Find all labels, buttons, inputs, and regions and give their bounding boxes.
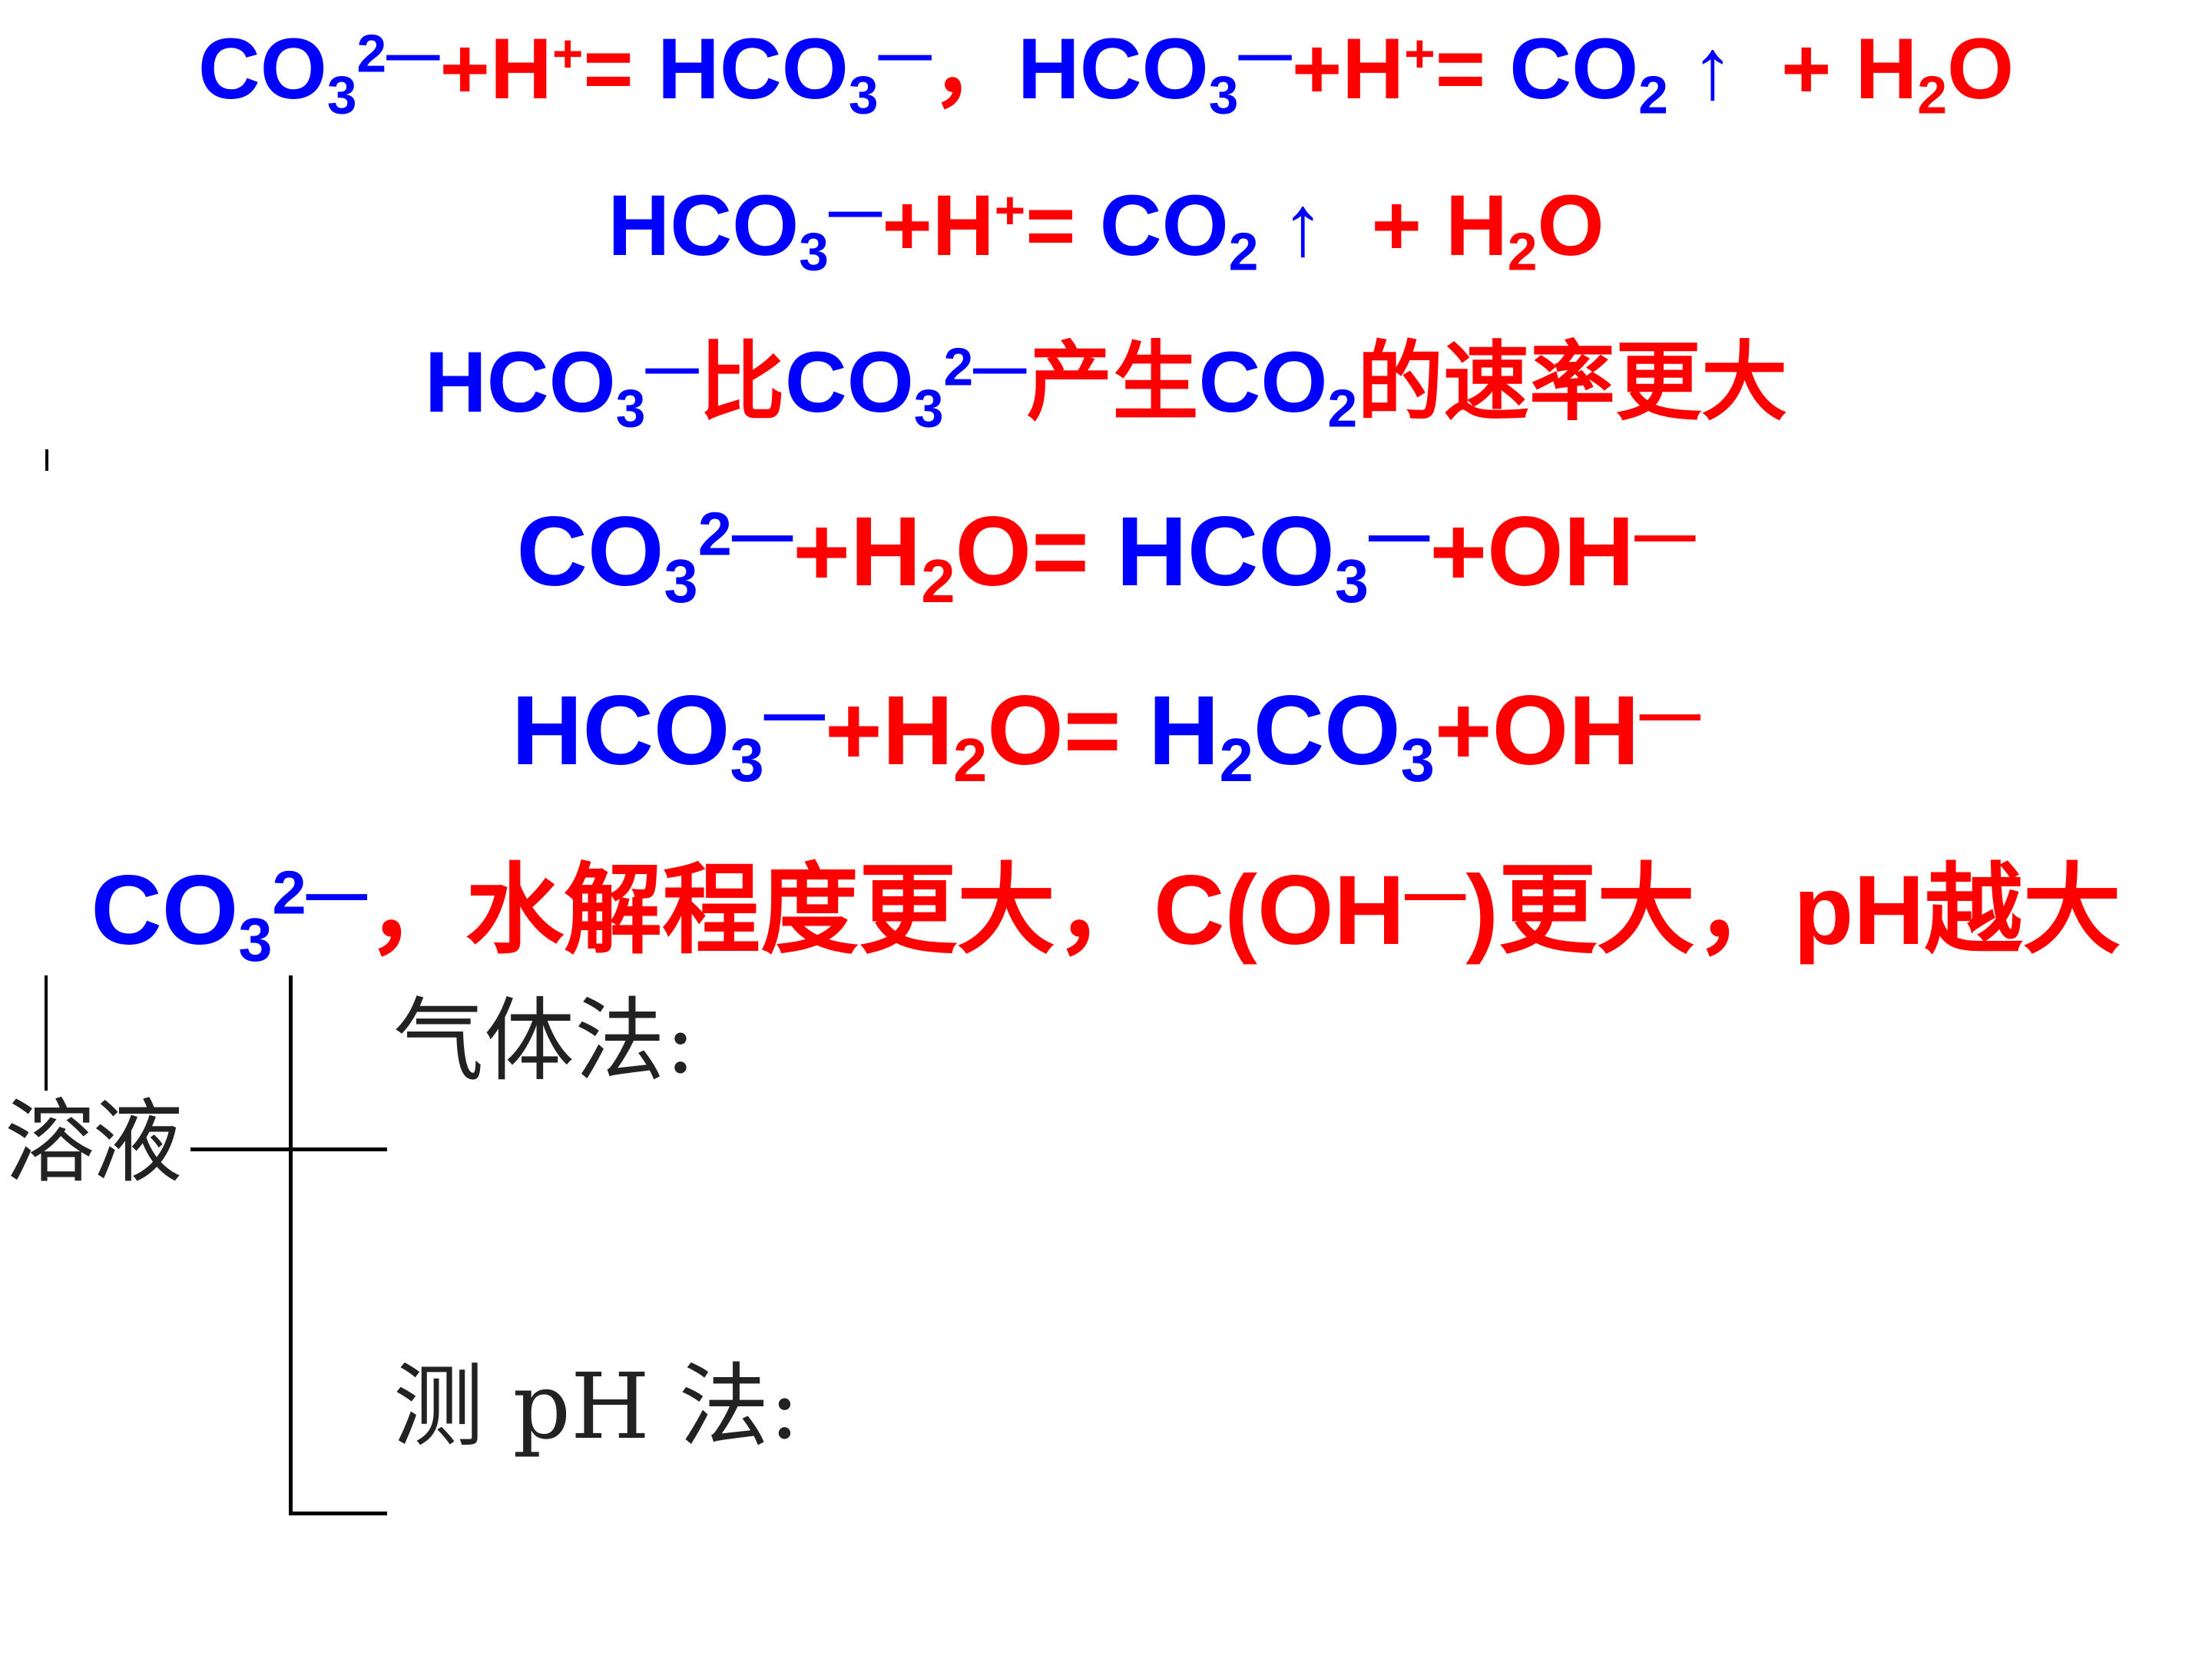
reactant-h-plus: +H+= — [882, 177, 1100, 273]
tree-root-label: 溶液 — [5, 1089, 183, 1195]
word-produce: 产生 — [1026, 334, 1199, 430]
stray-tick-mark — [45, 449, 48, 471]
tree-left-vertical-line — [45, 975, 48, 1091]
reactant-h-plus-second: +H+= — [1291, 21, 1510, 117]
rate-text: 的速率更大 — [1357, 334, 1788, 430]
reactant-h-plus: +H+= — [439, 21, 657, 117]
reactant-water: +H2O= — [793, 497, 1117, 616]
formula-hco3: HCO3— — [657, 21, 932, 125]
formula-hco3-second: HCO3— — [1017, 21, 1292, 125]
product-water: + H2O — [1347, 177, 1604, 282]
comma: ， — [931, 21, 1018, 117]
product-water: + H2O — [1757, 21, 2015, 125]
gas-arrow-icon: ↑ — [1690, 21, 1734, 117]
formula-co3: CO32— — [784, 334, 1027, 439]
reactant-water: +H2O= — [824, 676, 1149, 795]
product-hydroxide: +OH— — [1434, 676, 1700, 786]
formula-hco3: HCO3— — [1116, 497, 1430, 616]
formula-co3: CO32— — [91, 856, 367, 975]
product-hydroxide: +OH— — [1429, 497, 1696, 607]
tree-branch-ph-method: 测 pH 法: — [393, 1353, 800, 1459]
formula-co3: CO32— — [197, 21, 440, 125]
tree-branch-gas-method: 气体法: — [393, 988, 696, 1094]
equation-bicarbonate-acid: HCO3—+H+= CO2↑ + H2O — [0, 177, 2212, 279]
word-compare: 比 — [698, 334, 785, 430]
equation-carbonate-hydrolysis: CO32—+H2O= HCO3—+OH— — [0, 503, 2212, 612]
conclusion-text: ，水解程度更大，C(OH—)更大，pH越大 — [366, 856, 2121, 965]
formula-hco3: HCO3— — [608, 177, 882, 282]
formula-co2: CO2 — [1509, 21, 1668, 125]
formula-h2co3: H2CO3 — [1148, 676, 1435, 795]
formula-co2: CO2 — [1198, 334, 1358, 439]
formula-hco3: HCO3— — [512, 676, 825, 795]
tree-bracket-vertical — [289, 975, 293, 1515]
tree-bracket-bottom — [289, 1512, 387, 1515]
gas-arrow-icon: ↑ — [1281, 177, 1325, 273]
hydrolysis-conclusion: CO32—，水解程度更大，C(OH—)更大，pH越大 — [0, 862, 2212, 971]
formula-co3: CO32— — [516, 497, 793, 616]
formula-hco3: HCO3— — [424, 334, 699, 439]
rate-comparison-statement: HCO3—比CO32—产生CO2的速率更大 — [0, 339, 2212, 435]
equation-carbonate-acid-two-step: CO32—+H+= HCO3—，HCO3—+H+= CO2↑ + H2O — [0, 21, 2212, 122]
formula-co2: CO2 — [1099, 177, 1259, 282]
equation-bicarbonate-hydrolysis: HCO3—+H2O= H2CO3+OH— — [0, 682, 2212, 791]
